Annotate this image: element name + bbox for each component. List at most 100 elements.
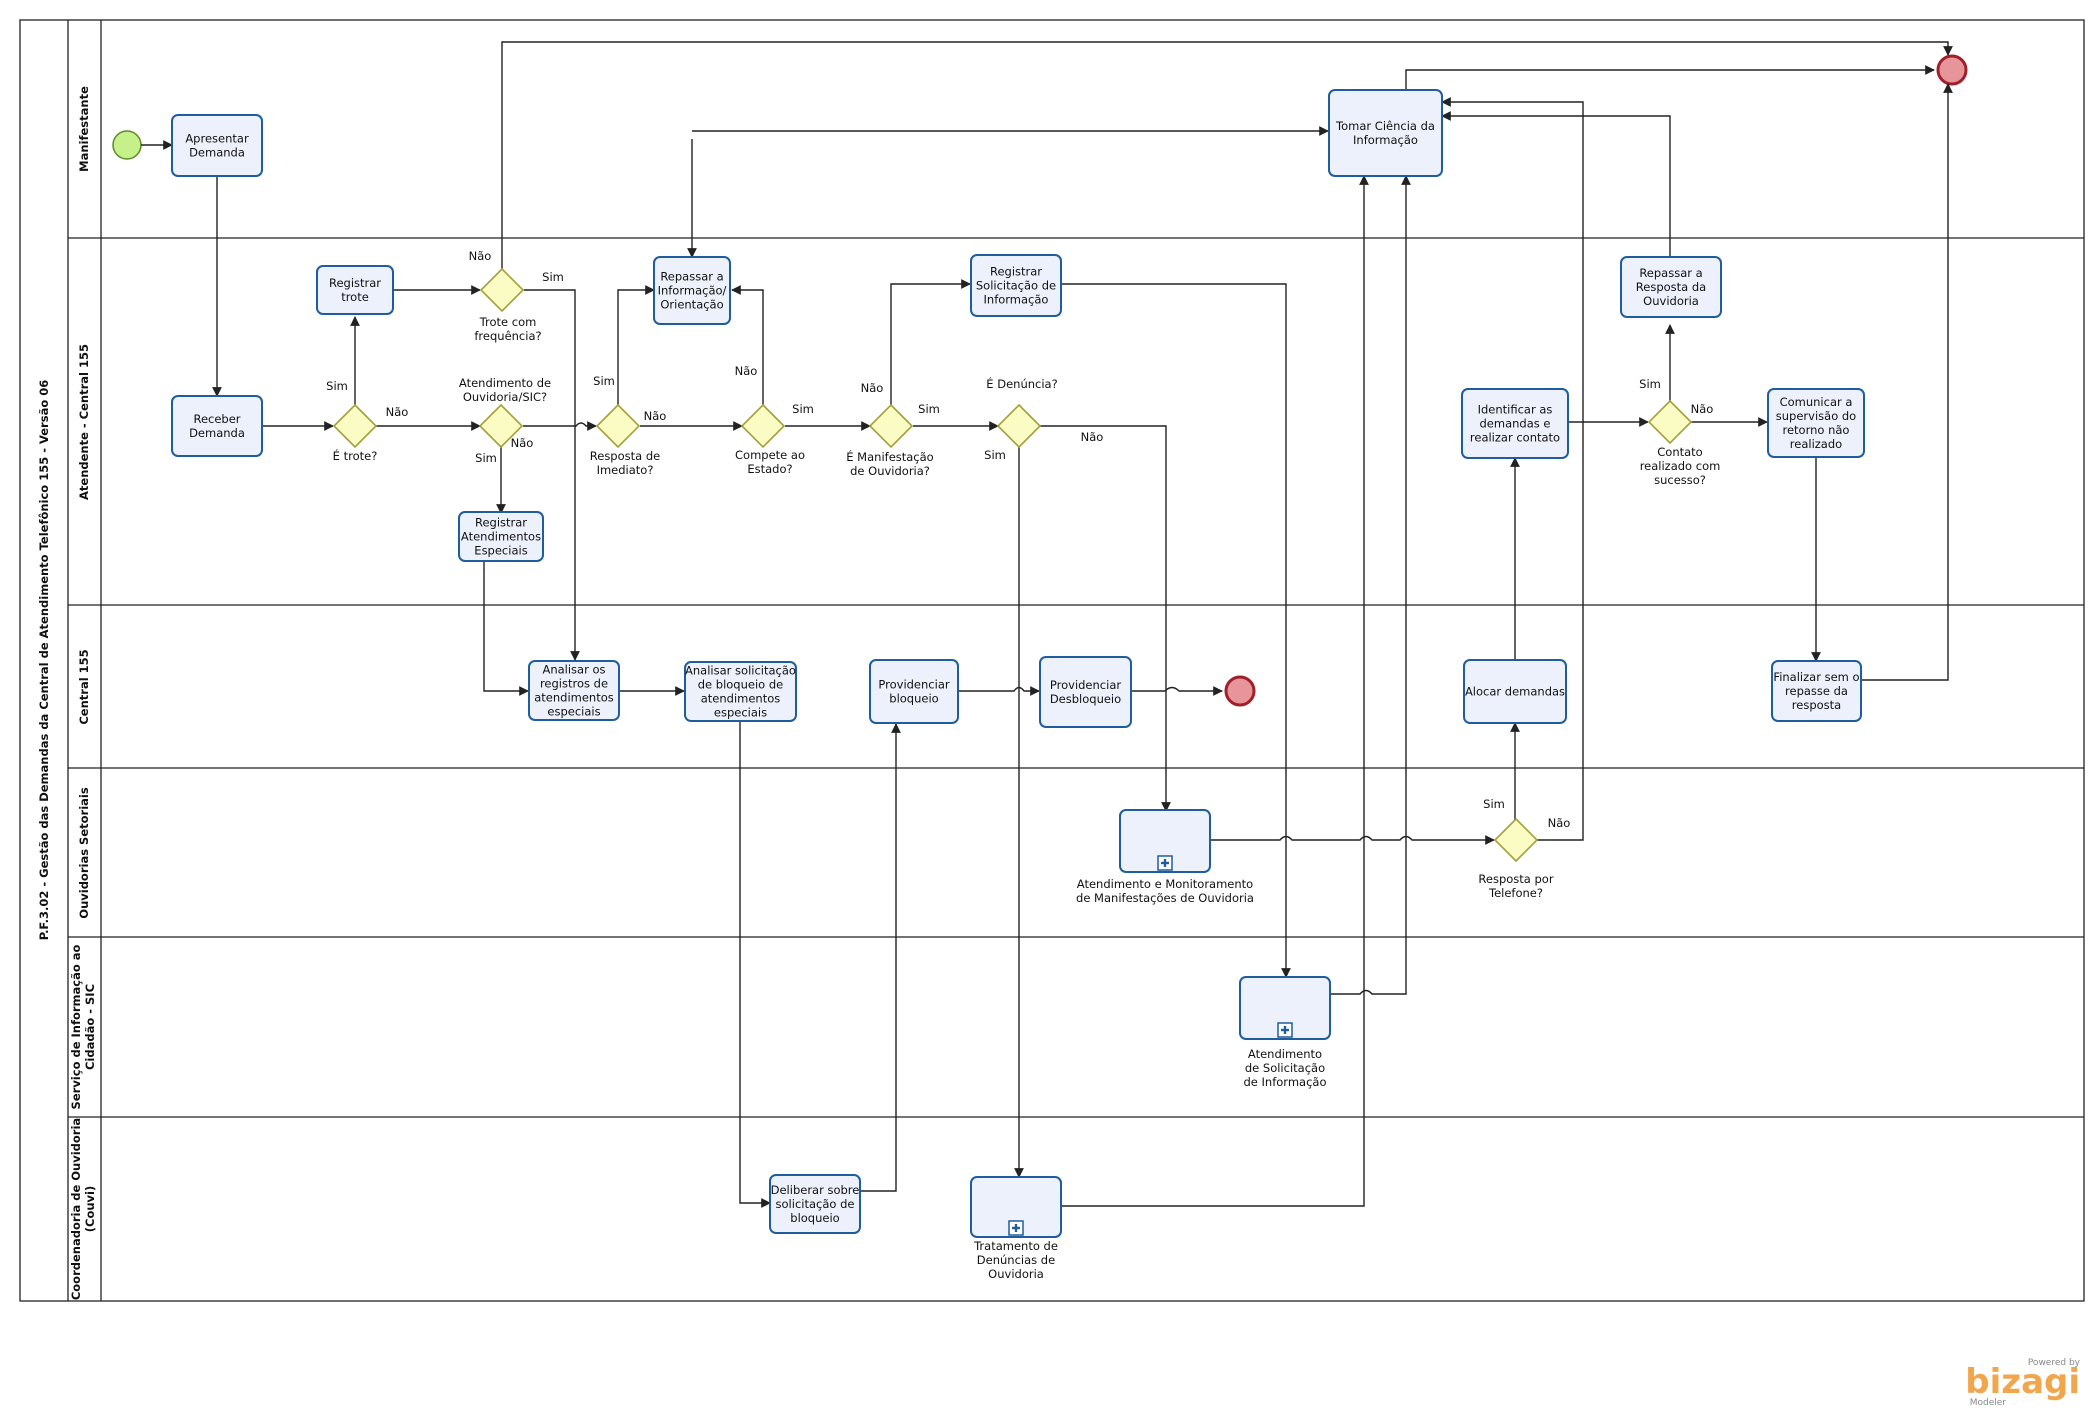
flow-label-nao: Não [386,405,409,419]
flow-label-sim: Sim [593,374,615,388]
gateway-e_trote[interactable] [332,403,378,449]
flow-label-sim: Sim [542,270,564,284]
gateway-contato[interactable] [1647,399,1693,445]
gateway-resp_imed[interactable] [595,403,641,449]
end-event-central[interactable] [1224,675,1256,707]
lane-label-atendente: Atendente - Central 155 [77,344,91,500]
lane-label-central: Central 155 [77,649,91,724]
flow-label-sim: Sim [918,402,940,416]
bizagi-logo: Powered by bizagi Modeler [1965,1358,2080,1408]
flow-label-nao: Não [1548,816,1571,830]
task-label-alocar: Alocar demandas [1465,685,1565,699]
expand-icon[interactable] [1157,855,1173,871]
pool-title: P.F.3.02 - Gestão das Demandas da Centra… [37,380,51,941]
gateway-resp_tel[interactable] [1493,817,1539,863]
lane-dividers [68,237,2084,1118]
gateway-label-e_denuncia: É Denúncia? [986,376,1057,391]
flow-label-sim: Sim [326,379,348,393]
powered-by-text: Powered by [2028,1358,2081,1368]
gateway-trote_freq[interactable] [479,267,525,313]
flow-label-nao: Não [469,249,492,263]
gateway-atend_ouv[interactable] [478,403,524,449]
task-alocar[interactable]: Alocar demandas [1463,659,1567,724]
flow-label-sim: Sim [1639,377,1661,391]
flow-label-nao: Não [511,436,534,450]
flow-label-nao: Não [644,409,667,423]
gateway-label-e_trote: É trote? [333,448,378,463]
flow-label-sim: Sim [475,451,497,465]
lane-label-sic: Serviço de Informação aoCidadão - SIC [69,944,97,1109]
flow-labels: SimNãoNãoSimSimNãoSimNãoNãoSimNãoSimSimN… [326,249,1713,830]
flow-label-nao: Não [1691,402,1714,416]
flow-label-nao: Não [1081,430,1104,444]
sequence-flows [141,41,1953,1208]
product-text: Modeler [1970,1398,2007,1408]
subprocess-atend_monit[interactable] [1119,809,1211,873]
expand-icon[interactable] [1008,1220,1024,1236]
flow-label-sim: Sim [1483,797,1505,811]
subprocess-atend_sic[interactable] [1239,976,1331,1040]
expand-icon[interactable] [1277,1022,1293,1038]
lane-label-manifestante: Manifestante [77,86,91,172]
end-event-manifestante[interactable] [1936,54,1968,86]
flow-label-nao: Não [861,381,884,395]
brand-text: bizagi [1965,1362,2080,1402]
gateway-compete[interactable] [740,403,786,449]
flow-label-nao: Não [735,364,758,378]
flow-label-sim: Sim [984,448,1006,462]
flow-label-sim: Sim [792,402,814,416]
lane-label-couvi: Coordenadoria de Ouvidoria(Couvi) [69,1118,97,1300]
start-event[interactable] [112,130,142,160]
lane-label-ouvidorias: Ouvidorias Setoriais [77,787,91,919]
subprocess-tratamento[interactable] [970,1176,1062,1238]
gateway-e_manif[interactable] [868,403,914,449]
gateway-e_denuncia[interactable] [996,403,1042,449]
